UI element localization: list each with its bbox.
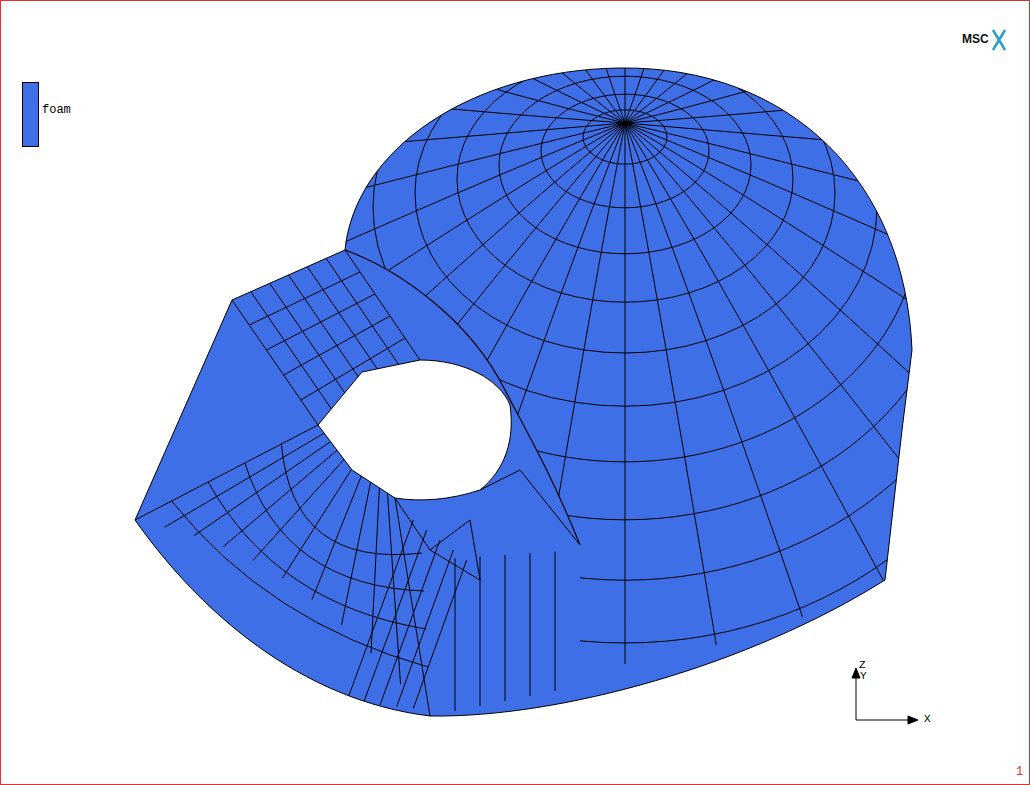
mesh-line bbox=[121, 0, 1030, 776]
mesh-line bbox=[232, 300, 318, 425]
mesh-line bbox=[625, 123, 762, 785]
mesh-line bbox=[289, 275, 370, 393]
mesh-line bbox=[208, 482, 426, 629]
legend-text: foam bbox=[42, 104, 71, 116]
mesh-line bbox=[326, 258, 403, 371]
mesh-line bbox=[0, 123, 625, 180]
mesh-line bbox=[37, 0, 1030, 785]
mesh-line bbox=[625, 123, 1030, 653]
mesh-line bbox=[625, 123, 1030, 426]
mesh-line bbox=[270, 283, 352, 403]
mesh-line bbox=[194, 440, 333, 536]
mesh-line bbox=[625, 123, 1030, 544]
mesh-line bbox=[625, 123, 1030, 180]
mesh-line bbox=[347, 520, 414, 702]
mesh-line bbox=[397, 550, 454, 707]
mesh-line bbox=[0, 123, 625, 426]
mesh-line bbox=[625, 123, 1030, 748]
legend-swatch bbox=[22, 82, 39, 147]
mesh-line bbox=[625, 62, 1030, 123]
mesh-line bbox=[307, 267, 386, 382]
mesh-line bbox=[555, 552, 556, 691]
mesh-line bbox=[371, 483, 380, 653]
band-mesh bbox=[135, 250, 555, 716]
viewport-number: 1 bbox=[1016, 766, 1023, 778]
mesh-line bbox=[625, 123, 893, 785]
mesh-line bbox=[283, 462, 357, 579]
mesh-line bbox=[625, 123, 626, 785]
mesh-line bbox=[625, 123, 1030, 303]
mesh-line bbox=[357, 0, 625, 123]
mesh-line bbox=[249, 272, 360, 325]
face-opening bbox=[318, 360, 511, 500]
mesh-transition bbox=[395, 470, 580, 580]
axis-triad bbox=[852, 668, 918, 724]
mesh-line bbox=[625, 0, 626, 123]
mesh-line bbox=[43, 0, 625, 123]
mesh-line bbox=[625, 0, 1014, 123]
mesh-line bbox=[0, 62, 625, 123]
msc-logo-mark bbox=[993, 30, 1005, 50]
mesh-line bbox=[625, 0, 1030, 123]
mesh-line bbox=[0, 123, 625, 303]
mesh-line bbox=[488, 0, 625, 123]
mesh-line bbox=[205, 0, 1030, 643]
mesh-line bbox=[413, 560, 466, 708]
mesh-line bbox=[251, 292, 335, 415]
mesh-line bbox=[266, 294, 375, 350]
axis-label: X bbox=[924, 714, 931, 725]
mesh-line bbox=[455, 558, 456, 711]
mesh-line bbox=[625, 0, 762, 123]
logo-text: MSC bbox=[962, 33, 989, 45]
mesh-line bbox=[530, 553, 531, 696]
mesh-line bbox=[363, 530, 426, 703]
mesh-line bbox=[625, 0, 1030, 123]
mesh-line bbox=[625, 123, 1014, 785]
mesh-line bbox=[43, 123, 625, 653]
mesh-line bbox=[130, 123, 625, 748]
mesh-line bbox=[130, 0, 625, 123]
axis-label: Z bbox=[859, 660, 866, 671]
axis-label: Y bbox=[860, 671, 867, 682]
mesh-line bbox=[380, 540, 440, 705]
mesh-line bbox=[284, 316, 390, 375]
mesh-line bbox=[395, 498, 430, 716]
mesh-line bbox=[163, 0, 1030, 708]
mesh-line bbox=[135, 425, 318, 520]
mesh-line bbox=[236, 0, 625, 123]
mesh-line bbox=[0, 123, 625, 544]
mesh-line bbox=[236, 123, 625, 785]
mesh-line bbox=[505, 555, 506, 701]
